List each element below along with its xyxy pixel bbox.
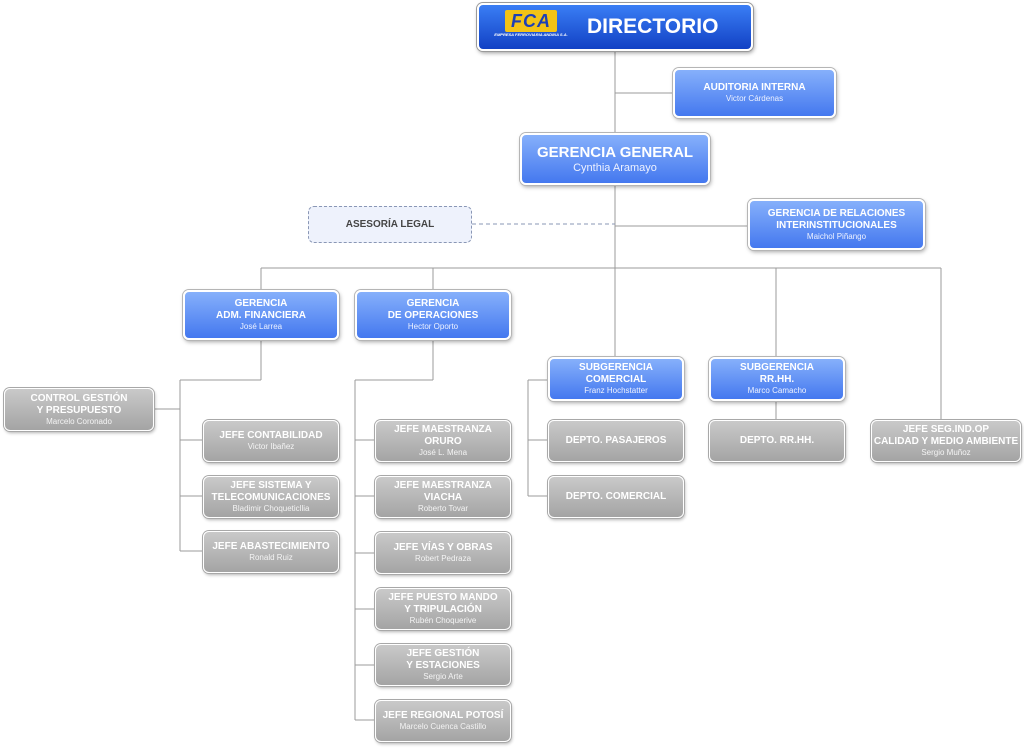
jefe-abastecimiento-box[interactable]: JEFE ABASTECIMIENTO Ronald Ruiz	[203, 531, 339, 573]
auditoria-interna-box[interactable]: AUDITORIA INTERNA Victor Cárdenas	[673, 68, 836, 118]
sistemas-name: Bladimir Choqueticllia	[232, 504, 310, 513]
gerencia-relaciones-box[interactable]: GERENCIA DE RELACIONES INTERINSTITUCIONA…	[748, 199, 925, 250]
asesoria-legal-box[interactable]: ASESORÍA LEGAL	[308, 206, 472, 243]
operaciones-name: Hector Oporto	[407, 322, 459, 331]
sub-comercial-name: Franz Hochstatter	[584, 386, 648, 395]
jefe-maestranza-oruro-box[interactable]: JEFE MAESTRANZA ORURO José L. Mena	[375, 420, 511, 462]
gerencia-general-title: GERENCIA GENERAL	[536, 143, 694, 161]
sistemas-title: JEFE SISTEMA Y TELECOMUNICACIONES	[211, 480, 331, 503]
gerencia-general-box[interactable]: GERENCIA GENERAL Cynthia Aramayo	[520, 133, 710, 185]
operaciones-title: GERENCIA DE OPERACIONES	[387, 298, 479, 321]
fca-logo: FCA EMPRESA FERROVIARIA ANDINA S.A.	[489, 10, 573, 44]
depto-comercial-box[interactable]: DEPTO. COMERCIAL	[548, 476, 684, 518]
maestranza-viacha-title: JEFE MAESTRANZA VIACHA	[394, 480, 492, 503]
depto-pasajeros-box[interactable]: DEPTO. PASAJEROS	[548, 420, 684, 462]
jefe-seg-title: JEFE SEG.IND.OP CALIDAD Y MEDIO AMBIENTE	[873, 424, 1019, 447]
gerencia-general-name: Cynthia Aramayo	[573, 161, 657, 174]
sub-rrhh-name: Marco Camacho	[747, 386, 807, 395]
asesoria-title: ASESORÍA LEGAL	[345, 218, 435, 230]
jefe-sistemas-box[interactable]: JEFE SISTEMA Y TELECOMUNICACIONES Bladim…	[203, 476, 339, 518]
jefe-seg-name: Sergio Muñoz	[921, 448, 971, 457]
relaciones-name: Maichol Piñango	[806, 231, 867, 241]
jefe-vias-obras-box[interactable]: JEFE VÍAS Y OBRAS Robert Pedraza	[375, 532, 511, 574]
depto-rrhh-title: DEPTO. RR.HH.	[739, 435, 815, 446]
maestranza-oruro-name: José L. Mena	[418, 448, 468, 457]
subgerencia-rrhh-box[interactable]: SUBGERENCIA RR.HH. Marco Camacho	[709, 357, 845, 401]
jefe-regional-potosi-box[interactable]: JEFE REGIONAL POTOSÍ Marcelo Cuenca Cast…	[375, 700, 511, 742]
auditoria-name: Victor Cárdenas	[725, 94, 784, 103]
control-gestion-box[interactable]: CONTROL GESTIÓN Y PRESUPUESTO Marcelo Co…	[4, 388, 154, 431]
directorio-title: DIRECTORIO	[587, 15, 719, 38]
regional-potosi-name: Marcelo Cuenca Castillo	[399, 722, 487, 731]
subgerencia-comercial-box[interactable]: SUBGERENCIA COMERCIAL Franz Hochstatter	[548, 357, 684, 401]
maestranza-oruro-title: JEFE MAESTRANZA ORURO	[394, 424, 492, 447]
control-title: CONTROL GESTIÓN Y PRESUPUESTO	[30, 392, 128, 416]
puesto-mando-name: Rubén Choquerive	[409, 616, 477, 625]
adm-financiera-name: José Larrea	[239, 322, 283, 331]
vias-obras-title: JEFE VÍAS Y OBRAS	[393, 542, 493, 553]
jefe-contabilidad-box[interactable]: JEFE CONTABILIDAD Victor Ibañez	[203, 420, 339, 462]
gestion-estaciones-name: Sergio Arte	[423, 672, 463, 681]
contabilidad-name: Victor Ibañez	[247, 442, 295, 451]
regional-potosi-title: JEFE REGIONAL POTOSÍ	[382, 710, 504, 721]
jefe-seg-calidad-box[interactable]: JEFE SEG.IND.OP CALIDAD Y MEDIO AMBIENTE…	[871, 420, 1021, 462]
directorio-box[interactable]: FCA EMPRESA FERROVIARIA ANDINA S.A. DIRE…	[477, 3, 753, 51]
fca-logo-tagline: EMPRESA FERROVIARIA ANDINA S.A.	[494, 32, 568, 37]
adm-financiera-title: GERENCIA ADM. FINANCIERA	[216, 298, 306, 321]
control-name: Marcelo Coronado	[46, 416, 112, 426]
jefe-puesto-mando-box[interactable]: JEFE PUESTO MANDO Y TRIPULACIÓN Rubén Ch…	[375, 588, 511, 630]
gestion-estaciones-title: JEFE GESTIÓN Y ESTACIONES	[406, 648, 480, 671]
abastecimiento-name: Ronald Ruiz	[249, 553, 293, 562]
fca-logo-text: FCA	[505, 10, 557, 32]
relaciones-title: GERENCIA DE RELACIONES INTERINSTITUCIONA…	[767, 207, 906, 231]
auditoria-title: AUDITORIA INTERNA	[703, 82, 806, 93]
sub-comercial-title: SUBGERENCIA COMERCIAL	[579, 362, 653, 385]
depto-rrhh-box[interactable]: DEPTO. RR.HH.	[709, 420, 845, 462]
vias-obras-name: Robert Pedraza	[414, 554, 472, 563]
maestranza-viacha-name: Roberto Tovar	[417, 504, 469, 513]
sub-rrhh-title: SUBGERENCIA RR.HH.	[740, 362, 814, 385]
gerencia-operaciones-box[interactable]: GERENCIA DE OPERACIONES Hector Oporto	[355, 290, 511, 340]
abastecimiento-title: JEFE ABASTECIMIENTO	[212, 541, 330, 552]
puesto-mando-title: JEFE PUESTO MANDO Y TRIPULACIÓN	[388, 592, 498, 615]
depto-comercial-title: DEPTO. COMERCIAL	[565, 491, 667, 502]
jefe-maestranza-viacha-box[interactable]: JEFE MAESTRANZA VIACHA Roberto Tovar	[375, 476, 511, 518]
depto-pasajeros-title: DEPTO. PASAJEROS	[565, 435, 667, 446]
contabilidad-title: JEFE CONTABILIDAD	[219, 430, 323, 441]
jefe-gestion-estaciones-box[interactable]: JEFE GESTIÓN Y ESTACIONES Sergio Arte	[375, 644, 511, 686]
gerencia-adm-financiera-box[interactable]: GERENCIA ADM. FINANCIERA José Larrea	[183, 290, 339, 340]
